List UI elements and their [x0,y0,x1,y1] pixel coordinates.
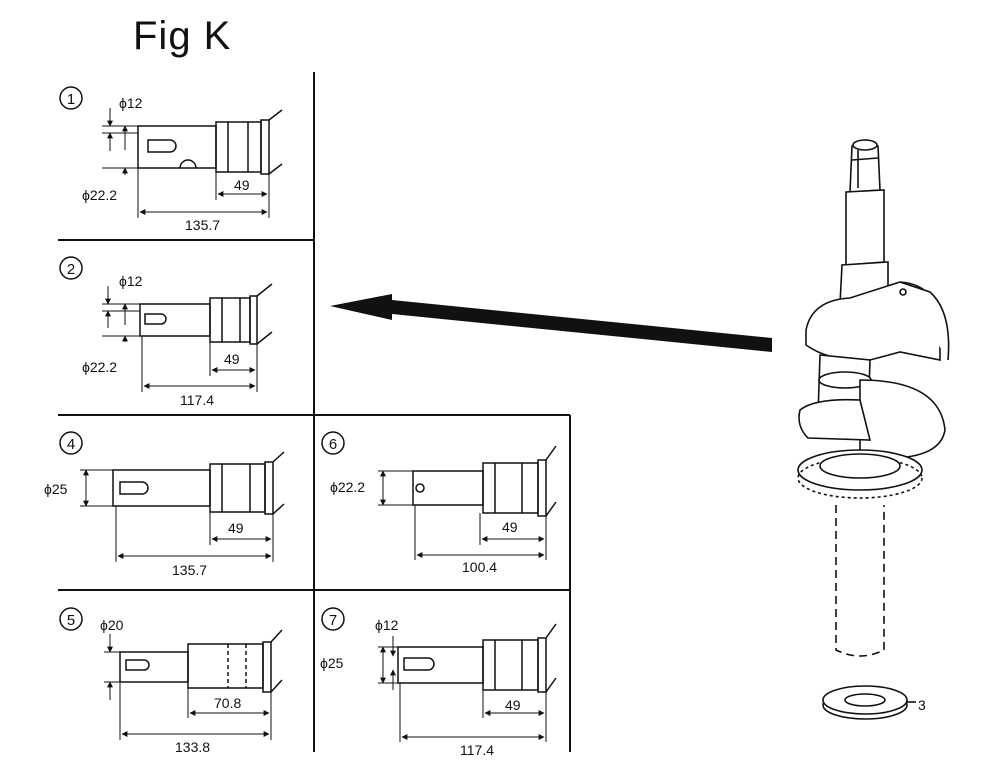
dim-label: ϕ25 [44,481,68,497]
dim-label: 49 [228,520,244,536]
part-callout-label: 3 [918,697,926,713]
dim-label: ϕ12 [119,95,143,111]
panel-number: 1 [67,91,75,108]
dim-label: ϕ12 [375,617,399,633]
dim-label: 133.8 [175,739,210,755]
panel-number: 5 [67,612,75,629]
panel-5: 5 ϕ20 70.8 133.8 [59,607,283,755]
panel-4: 4 ϕ25 49 135.7 [44,431,285,578]
panel-7: 7 ϕ12 ϕ25 49 117.4 [320,607,557,758]
dim-label: ϕ22.2 [82,187,117,203]
panel-6: 6 ϕ22.2 49 100.4 [321,431,557,575]
dim-label: 135.7 [185,217,220,233]
dim-label: 117.4 [180,392,214,408]
dim-label: 49 [505,697,521,713]
dim-label: ϕ22.2 [82,359,117,375]
panel-number: 2 [67,261,75,278]
pointer-arrow [330,294,772,352]
figure-title: Fig K [133,14,232,58]
panel-grid [58,72,571,752]
dim-label: 100.4 [462,559,497,575]
dim-label: 70.8 [214,695,241,711]
panel-1: 1 ϕ12 ϕ22.2 49 [59,86,283,233]
panel-number: 6 [329,436,337,453]
crankshaft-illustration [797,139,950,720]
panel-number: 4 [67,436,75,453]
dim-label: ϕ12 [119,273,143,289]
dim-label: ϕ25 [320,655,344,671]
panel-number: 7 [329,612,337,629]
dim-label: ϕ22.2 [330,479,365,495]
dim-label: 49 [234,177,250,193]
dim-label: ϕ20 [100,617,124,633]
dim-label: 49 [224,351,240,367]
dim-label: 49 [502,519,518,535]
dim-label: 135.7 [172,562,207,578]
panel-2: 2 ϕ12 ϕ22.2 49 117.4 [59,256,273,408]
dim-label: 117.4 [460,742,494,758]
